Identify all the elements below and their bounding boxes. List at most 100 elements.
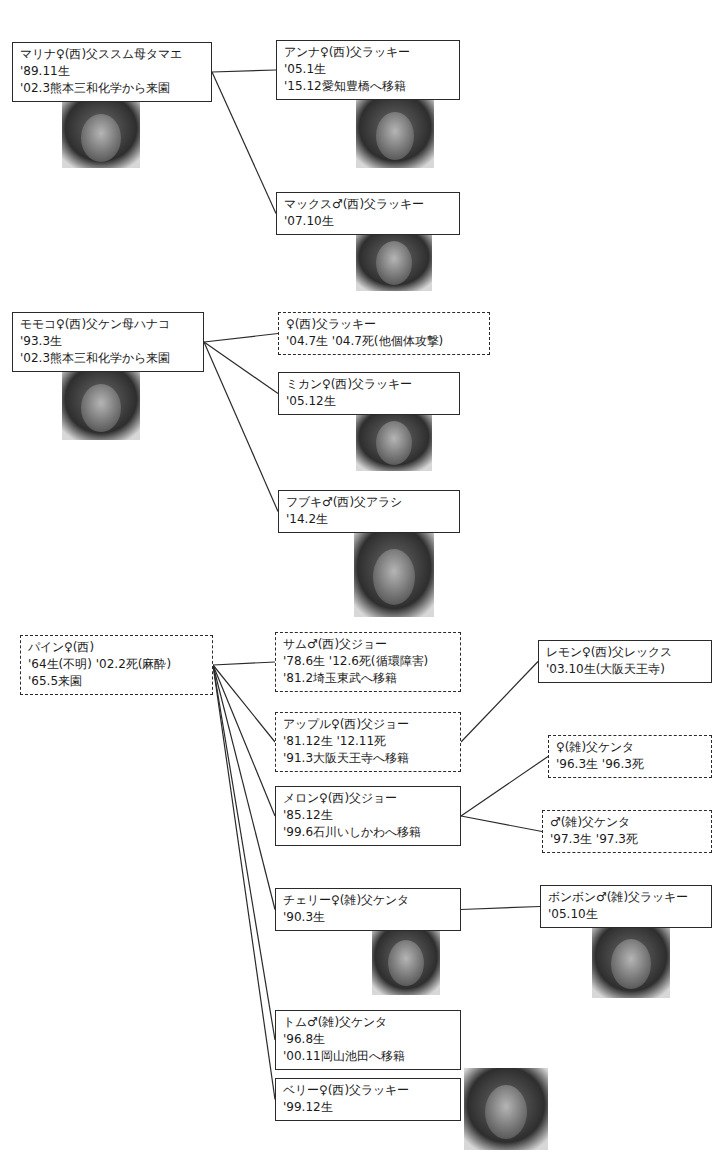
- record-line: '93.3生: [20, 333, 196, 350]
- record-line: '99.6石川いしかわへ移籍: [283, 824, 453, 841]
- record-line: マックス♂(西)父ラッキー: [284, 196, 452, 213]
- lineage-line: [461, 662, 538, 743]
- record-line: ♀(雑)父ケンタ: [556, 739, 704, 756]
- family-box: パイン♀(西)'64生(不明) '02.2死(麻酔)'65.5来園: [20, 635, 213, 695]
- photo-face: [376, 112, 414, 160]
- record-line: アップル♀(西)父ジョー: [283, 716, 453, 733]
- photo-face: [376, 421, 412, 465]
- record-line: ミカン♀(西)父ラッキー: [286, 376, 452, 393]
- record-line: ♀(西)父ラッキー: [286, 316, 482, 333]
- record-line: '81.2埼玉東武へ移籍: [283, 670, 453, 687]
- family-box: ミカン♀(西)父ラッキー'05.12生: [278, 372, 460, 415]
- record-line: '97.3生 '97.3死: [550, 831, 704, 848]
- record-line: '91.3大阪天王寺へ移籍: [283, 750, 453, 767]
- lineage-line: [213, 665, 275, 910]
- record-line: '00.11岡山池田へ移籍: [283, 1048, 453, 1065]
- family-box: レモン♀(西)父レックス'03.10生(大阪天王寺): [538, 640, 712, 683]
- record-line: モモコ♀(西)父ケン母ハナコ: [20, 316, 196, 333]
- record-line: '15.12愛知豊橋へ移籍: [284, 78, 452, 95]
- lineage-line: [212, 70, 276, 72]
- record-line: '64生(不明) '02.2死(麻酔): [28, 656, 205, 673]
- family-box: ♀(雑)父ケンタ'96.3生 '96.3死: [548, 735, 712, 778]
- lineage-line: [204, 334, 278, 343]
- family-box: ♀(西)父ラッキー'04.7生 '04.7死(他個体攻撃): [278, 312, 490, 355]
- chimp-photo: [62, 96, 140, 168]
- photo-face: [81, 114, 121, 162]
- chimp-photo: [464, 1068, 548, 1150]
- chimp-photo: [356, 409, 432, 471]
- family-box: フブキ♂(西)父アラシ'14.2生: [278, 490, 460, 533]
- record-line: '07.10生: [284, 213, 452, 230]
- record-line: '02.3熊本三和化学から来園: [20, 80, 204, 97]
- record-line: ♂(雑)父ケンタ: [550, 814, 704, 831]
- family-box: アンナ♀(西)父ラッキー'05.1生'15.12愛知豊橋へ移籍: [276, 40, 460, 100]
- family-box: サム♂(西)父ジョー'78.6生 '12.6死(循環障害)'81.2埼玉東武へ移…: [275, 632, 461, 692]
- record-line: メロン♀(西)父ジョー: [283, 790, 453, 807]
- chimp-photo: [372, 925, 440, 995]
- record-line: '85.12生: [283, 807, 453, 824]
- lineage-line: [461, 816, 542, 832]
- photo-ground: [356, 409, 432, 471]
- lineage-line: [213, 665, 275, 1040]
- record-line: '02.3熊本三和化学から来園: [20, 350, 196, 367]
- record-line: '14.2生: [286, 511, 452, 528]
- family-box: マリナ♀(西)父ススム母タマエ'89.11生'02.3熊本三和化学から来園: [12, 42, 212, 102]
- record-line: '05.10生: [548, 906, 704, 923]
- record-line: ボンボン♂(雑)父ラッキー: [548, 889, 704, 906]
- photo-ground: [592, 922, 670, 998]
- family-box: トム♂(雑)父ケンタ'96.8生'00.11岡山池田へ移籍: [275, 1010, 461, 1070]
- record-line: パイン♀(西): [28, 639, 205, 656]
- record-line: '78.6生 '12.6死(循環障害): [283, 653, 453, 670]
- lineage-line: [461, 757, 548, 817]
- record-line: '89.11生: [20, 63, 204, 80]
- lineage-line: [204, 342, 278, 512]
- family-box: マックス♂(西)父ラッキー'07.10生: [276, 192, 460, 235]
- record-line: '96.3生 '96.3死: [556, 756, 704, 773]
- record-line: アンナ♀(西)父ラッキー: [284, 44, 452, 61]
- family-box: メロン♀(西)父ジョー'85.12生'99.6石川いしかわへ移籍: [275, 786, 461, 846]
- record-line: '04.7生 '04.7死(他個体攻撃): [286, 333, 482, 350]
- record-line: マリナ♀(西)父ススム母タマエ: [20, 46, 204, 63]
- photo-face: [376, 241, 412, 285]
- photo-face: [81, 384, 121, 432]
- record-line: ベリー♀(西)父ラッキー: [283, 1082, 453, 1099]
- record-line: '05.12生: [286, 393, 452, 410]
- record-line: '05.1生: [284, 61, 452, 78]
- lineage-line: [212, 72, 276, 214]
- photo-face: [611, 939, 651, 989]
- record-line: '03.10生(大阪天王寺): [546, 661, 704, 678]
- photo-ground: [354, 527, 434, 617]
- family-box: アップル♀(西)父ジョー'81.12生 '12.11死'91.3大阪天王寺へ移籍: [275, 712, 461, 772]
- chimp-photo: [356, 229, 432, 291]
- photo-ground: [464, 1068, 548, 1150]
- chimp-photo: [592, 922, 670, 998]
- family-box: ボンボン♂(雑)父ラッキー'05.10生: [540, 885, 712, 928]
- photo-ground: [62, 366, 140, 440]
- chimp-photo: [356, 94, 434, 168]
- chimp-photo: [62, 366, 140, 440]
- record-line: '81.12生 '12.11死: [283, 733, 453, 750]
- record-line: '90.3生: [283, 909, 453, 926]
- record-line: '99.12生: [283, 1099, 453, 1116]
- record-line: '96.8生: [283, 1031, 453, 1048]
- family-box: ベリー♀(西)父ラッキー'99.12生: [275, 1078, 461, 1121]
- lineage-line: [213, 665, 275, 1100]
- record-line: トム♂(雑)父ケンタ: [283, 1014, 453, 1031]
- lineage-line: [213, 665, 275, 816]
- record-line: '65.5来園: [28, 673, 205, 690]
- photo-face: [373, 549, 415, 605]
- photo-ground: [372, 925, 440, 995]
- record-line: サム♂(西)父ジョー: [283, 636, 453, 653]
- record-line: フブキ♂(西)父アラシ: [286, 494, 452, 511]
- lineage-line: [461, 907, 540, 910]
- family-box: チェリー♀(雑)父ケンタ'90.3生: [275, 888, 461, 931]
- photo-face: [485, 1085, 527, 1139]
- photo-ground: [356, 94, 434, 168]
- chimp-photo: [354, 527, 434, 617]
- family-box: モモコ♀(西)父ケン母ハナコ'93.3生'02.3熊本三和化学から来園: [12, 312, 204, 372]
- lineage-line: [213, 662, 275, 665]
